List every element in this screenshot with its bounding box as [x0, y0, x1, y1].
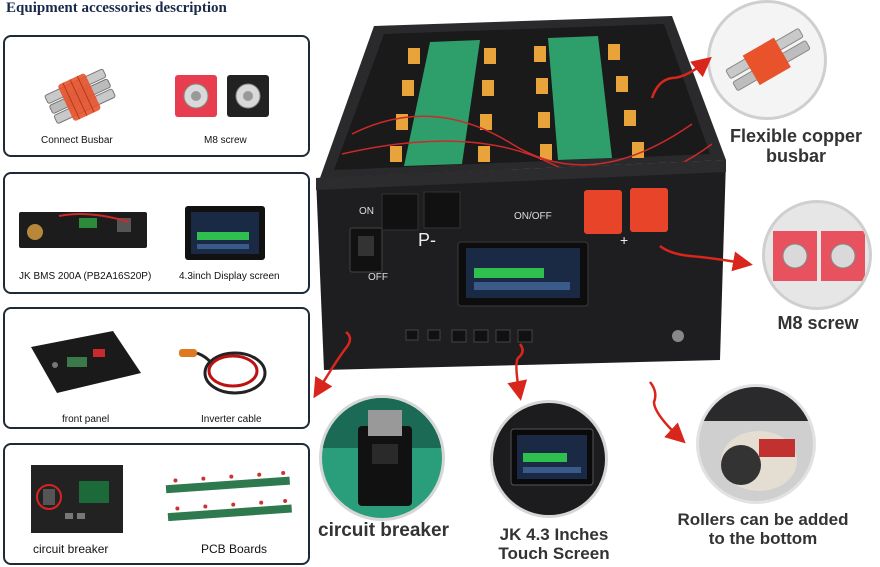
- inverter-cable-image: [177, 335, 271, 399]
- touch-screen-callout: JK 4.3 Inches Touch Screen: [498, 525, 610, 564]
- display-screen-label: 4.3inch Display screen: [179, 271, 280, 282]
- connect-busbar-image: [39, 59, 119, 129]
- arrow-to-rollers: [649, 381, 686, 444]
- m8-screw-label: M8 screw: [204, 135, 247, 146]
- jk-bms-label: JK BMS 200A (PB2A16S20P): [19, 271, 152, 282]
- battery-case-image: [312, 14, 732, 374]
- front-panel-image: [27, 327, 145, 397]
- flexible-copper-busbar-callout: Flexible copper busbar: [729, 126, 863, 167]
- display-screen-image: [185, 206, 265, 260]
- m8-screw-detail-circle: [762, 200, 872, 310]
- positive-terminal-label: +: [620, 232, 629, 248]
- pcb-boards-image: [157, 471, 297, 531]
- pcb-boards-label: PCB Boards: [201, 542, 268, 556]
- inverter-cable-label: Inverter cable: [201, 414, 262, 425]
- circuit-breaker-callout: circuit breaker: [318, 520, 449, 541]
- accessory-panel-breaker-pcb: circuit breaker PCB Boards: [3, 443, 310, 565]
- breaker-detail-circle: [319, 395, 445, 521]
- connect-busbar-label: Connect Busbar: [41, 135, 113, 146]
- accessory-panel-frontpanel-cable: front panel Inverter cable: [3, 307, 310, 429]
- onoff-label: ON/OFF: [514, 211, 552, 222]
- busbar-detail-circle: [707, 0, 827, 120]
- m8-screw-image: [173, 71, 271, 121]
- breaker-front-image: [27, 461, 127, 537]
- bms-board-image: [19, 208, 147, 252]
- on-label: ON: [359, 206, 374, 217]
- rollers-detail-circle: [696, 384, 816, 504]
- circuit-breaker-label: circuit breaker: [33, 542, 109, 556]
- touch-screen-detail-circle: [490, 400, 608, 518]
- accessory-panel-busbar-screw: Connect Busbar M8 screw: [3, 35, 310, 157]
- m8-screw-callout: M8 screw: [777, 313, 859, 333]
- front-panel-label: front panel: [62, 414, 110, 425]
- off-label: OFF: [368, 272, 388, 283]
- accessory-panel-bms-display: JK BMS 200A (PB2A16S20P) 4.3inch Display…: [3, 172, 310, 294]
- page-title: Equipment accessories description: [6, 0, 227, 16]
- negative-terminal-label: P-: [418, 230, 436, 250]
- rollers-callout: Rollers can be added to the bottom: [677, 510, 849, 549]
